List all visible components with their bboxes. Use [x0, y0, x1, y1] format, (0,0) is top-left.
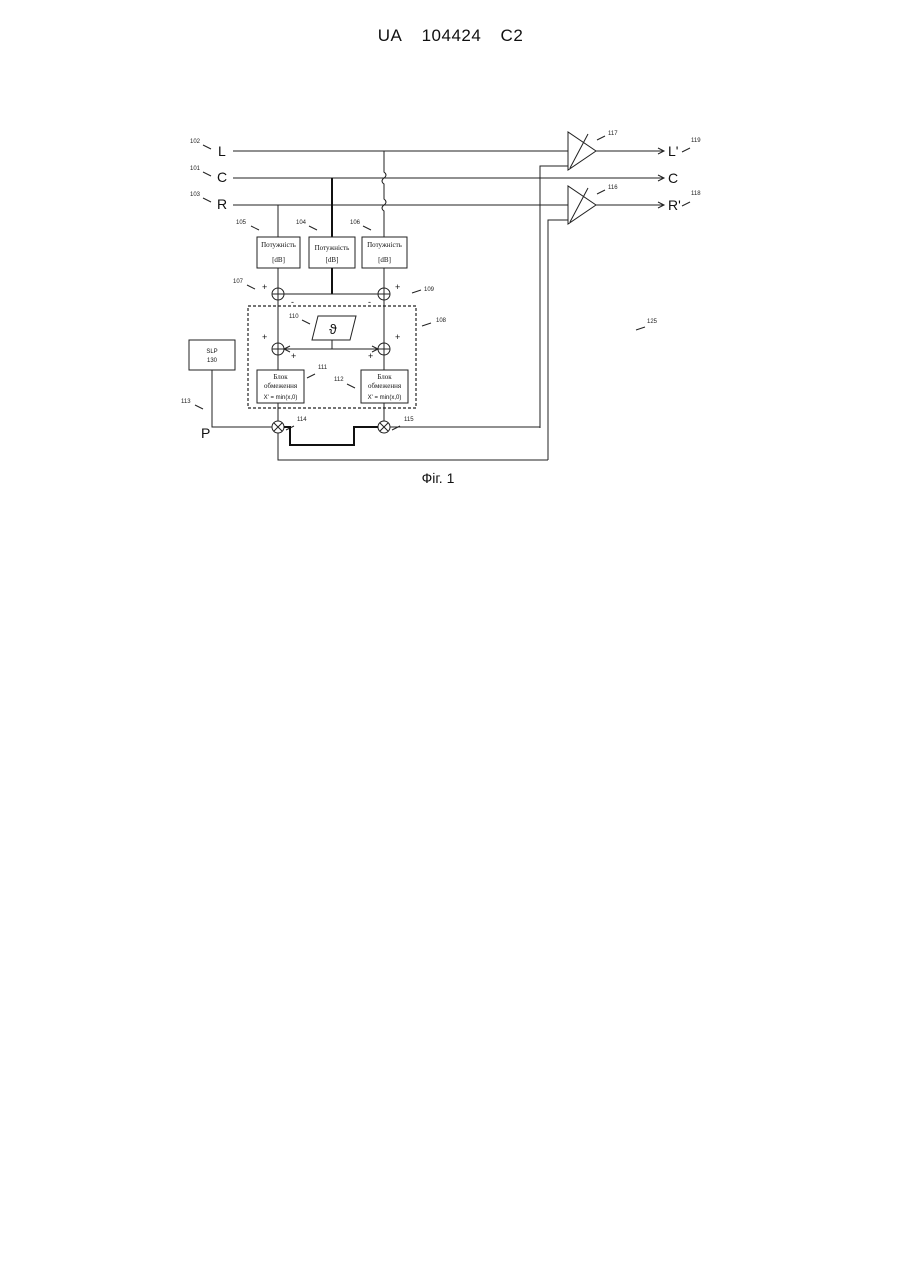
power-block-right-label: Потужність [367, 241, 402, 249]
slp-block [189, 340, 235, 370]
figure-caption: Фіг. 1 [422, 470, 455, 486]
ref-116-pointer [597, 190, 605, 194]
ref-118: 118 [691, 191, 701, 197]
sign-plus-left-2: + [262, 332, 267, 342]
ref-104: 104 [296, 220, 307, 226]
line-mult-left-to-gain [278, 433, 548, 460]
ref-125: 125 [647, 319, 658, 325]
ref-110-pointer [302, 320, 310, 324]
sign-plus-right-2: + [395, 332, 400, 342]
gain-line-right [548, 220, 568, 460]
ref-112: 112 [334, 377, 344, 383]
ref-106-pointer [363, 226, 371, 230]
ref-105-pointer [251, 226, 259, 230]
ref-117-pointer [597, 136, 605, 140]
power-block-left-label: Потужність [261, 241, 296, 249]
theta-symbol: ϑ [329, 321, 337, 337]
ref-119: 119 [691, 138, 701, 144]
limiter-left-formula: X' = min(x,0) [264, 395, 298, 401]
ref-109-pointer [412, 290, 421, 293]
sign-plus-left-1: + [262, 282, 267, 292]
ref-117: 117 [608, 131, 618, 137]
ref-101: 101 [190, 166, 201, 172]
ref-104-pointer [309, 226, 317, 230]
ref-107: 107 [233, 279, 244, 285]
ref-105: 105 [236, 220, 247, 226]
sign-plus-left-2b: + [291, 351, 296, 361]
ref-103: 103 [190, 192, 201, 198]
ref-111: 111 [318, 365, 328, 371]
slp-line2: 130 [207, 358, 218, 364]
power-block-center-unit: [dB] [326, 256, 339, 264]
ref-108-pointer [422, 323, 431, 326]
ref-102: 102 [190, 139, 201, 145]
multiplier-right-cross [380, 423, 388, 431]
output-label-l: L' [668, 143, 678, 159]
sign-plus-right-1: + [395, 282, 400, 292]
limiter-right-line2: обмеження [368, 382, 402, 390]
ref-118-pointer [682, 202, 690, 206]
ref-112-pointer [347, 384, 355, 388]
ref-103-pointer [203, 198, 211, 202]
ref-110: 110 [289, 314, 299, 320]
ref-101-pointer [203, 172, 211, 176]
ref-108: 108 [436, 318, 447, 324]
ref-113: 113 [181, 399, 191, 405]
limiter-left-line1: Блок [273, 373, 288, 381]
multiplier-left-cross [274, 423, 282, 431]
ref-116: 116 [608, 185, 618, 191]
slp-line1: SLP [206, 349, 217, 355]
ref-111-pointer [307, 374, 315, 378]
ref-106: 106 [350, 220, 361, 226]
limiter-left-line2: обмеження [264, 382, 298, 390]
limiter-right-line1: Блок [377, 373, 392, 381]
line-p-to-mult-right [284, 427, 378, 445]
power-block-center-label: Потужність [315, 244, 350, 252]
ref-109: 109 [424, 287, 435, 293]
input-label-p: P [201, 425, 210, 441]
power-block-right-unit: [dB] [378, 256, 391, 264]
ref-125-pointer [636, 327, 645, 330]
ref-119-pointer [682, 148, 690, 152]
input-label-l: L [218, 143, 226, 159]
ref-107-pointer [247, 285, 255, 289]
input-label-c: C [217, 169, 227, 185]
ref-102-pointer [203, 145, 211, 149]
limiter-right-formula: X' = min(x,0) [368, 395, 402, 401]
output-label-c: C [668, 170, 678, 186]
tap-l-to-power-right [382, 151, 386, 237]
sign-plus-right-2b: + [368, 351, 373, 361]
ref-115: 115 [404, 417, 414, 423]
ref-114: 114 [297, 417, 307, 423]
power-block-left-unit: [dB] [272, 256, 285, 264]
ref-113-pointer [195, 405, 203, 409]
input-label-r: R [217, 196, 227, 212]
output-label-r: R' [668, 197, 681, 213]
